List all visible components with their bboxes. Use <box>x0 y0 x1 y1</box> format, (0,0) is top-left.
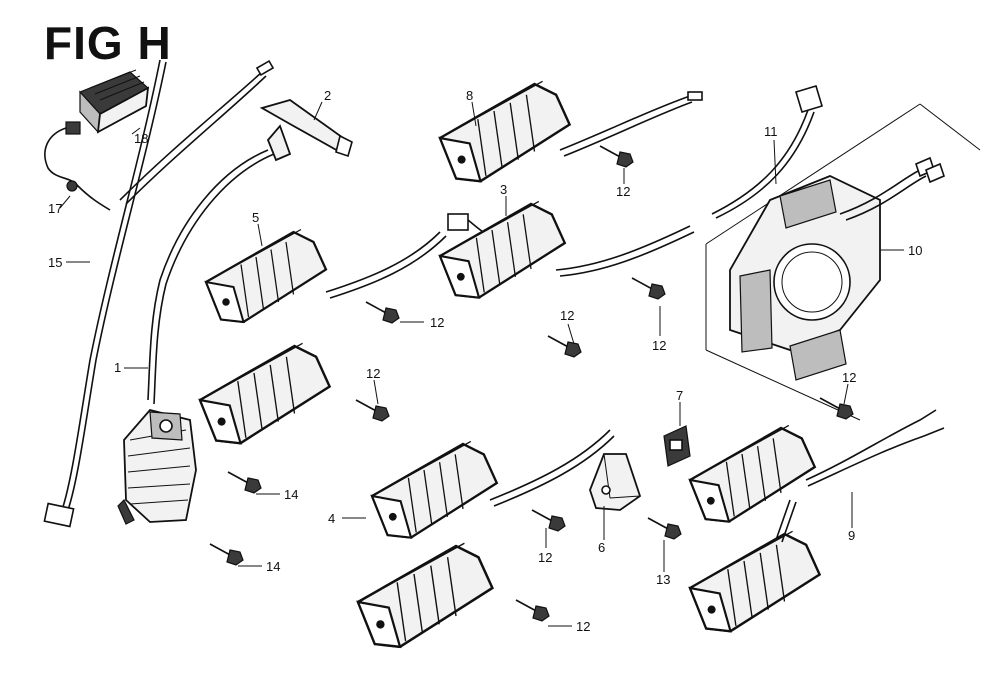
part-14-bolt-a <box>227 471 262 494</box>
callout-5: 5 <box>252 210 259 225</box>
callout-12-c: 12 <box>652 338 666 353</box>
callout-14-b: 14 <box>266 559 280 574</box>
callout-12-e: 12 <box>366 366 380 381</box>
callouts: 18 17 15 1 2 8 3 5 12 12 12 12 12 14 14 … <box>48 88 922 634</box>
part-8-coil <box>438 80 571 183</box>
part-12-bolt-g <box>515 599 550 622</box>
part-12-bolt-a <box>599 145 634 168</box>
part-4-wire <box>489 429 611 501</box>
callout-12-f: 12 <box>538 550 552 565</box>
callout-7: 7 <box>676 388 683 403</box>
part-12-bolt-b <box>365 301 400 324</box>
part-9-coil-lower <box>688 530 821 633</box>
callout-2: 2 <box>324 88 331 103</box>
callout-12-h: 12 <box>842 370 856 385</box>
part-12-bolt-c <box>631 277 666 300</box>
part-5-connector <box>447 213 469 231</box>
part-10-stator <box>705 103 981 421</box>
wire-top <box>119 59 275 205</box>
callout-12-d: 12 <box>560 308 574 323</box>
callout-1: 1 <box>114 360 121 375</box>
part-12-bolt-h <box>819 397 854 420</box>
part-15-wire <box>43 59 167 528</box>
part-12-bolt-f <box>531 509 566 532</box>
part-9-wire <box>805 409 937 481</box>
part-18-regulator <box>44 69 150 211</box>
part-6-bracket <box>589 453 642 511</box>
part-11-lead <box>711 85 823 219</box>
callout-4: 4 <box>328 511 335 526</box>
callout-11: 11 <box>764 124 778 139</box>
part-8-wire <box>559 95 691 151</box>
callout-8: 8 <box>466 88 473 103</box>
callout-12-a: 12 <box>616 184 630 199</box>
callout-12-g: 12 <box>576 619 590 634</box>
callout-10: 10 <box>908 243 922 258</box>
figure-title: FIG H <box>44 17 172 69</box>
part-12-bolt-e <box>355 399 390 422</box>
coil-bottom <box>356 541 494 649</box>
part-13-bolt <box>647 517 682 540</box>
part-4-coil <box>370 440 498 539</box>
part-3-wire <box>555 225 691 271</box>
leader-lines <box>59 101 904 627</box>
part-7-clip <box>663 425 691 467</box>
callout-14-a: 14 <box>284 487 298 502</box>
part-2-plug-cap <box>259 99 353 162</box>
part-5-coil <box>204 228 328 324</box>
callout-3: 3 <box>500 182 507 197</box>
callout-13: 13 <box>656 572 670 587</box>
callout-18: 18 <box>134 131 148 146</box>
part-1-ignition-coil <box>117 149 275 525</box>
part-12-bolt-d <box>547 335 582 358</box>
callout-17: 17 <box>48 201 62 216</box>
part-14-bolt-b <box>209 543 244 566</box>
part-5-wire <box>325 231 441 293</box>
callout-12-b: 12 <box>430 315 444 330</box>
part-9-coil-upper <box>688 424 816 523</box>
callout-6: 6 <box>598 540 605 555</box>
coil-lower-left <box>198 342 331 445</box>
callout-15: 15 <box>48 255 62 270</box>
callout-9: 9 <box>848 528 855 543</box>
